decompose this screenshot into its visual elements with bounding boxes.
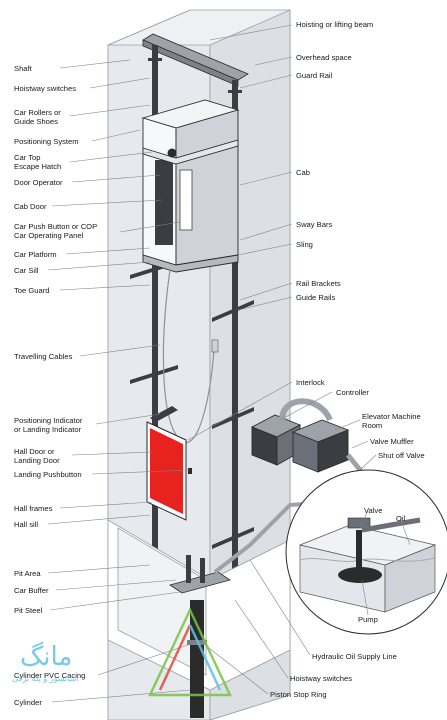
label-positioning-system: Positioning System: [14, 137, 79, 146]
label-guard-rail: Guard Rail: [296, 71, 333, 80]
label-shut-off-valve: Shut off Valve: [378, 451, 425, 460]
rail-brackets: [130, 260, 254, 549]
label-hoisting-beam: Hoisting or lifting beam: [296, 20, 374, 29]
watermark-tagline: آسانسور و پله برقی: [12, 674, 79, 683]
label-guide-rails: Guide Rails: [296, 293, 336, 302]
label-pit-area: Pit Area: [14, 569, 41, 578]
label-piston-stop-ring: Piston Stop Ring: [270, 690, 327, 699]
label-machine-room: Elevator Machine Room: [362, 412, 421, 430]
label-sling: Sling: [296, 240, 313, 249]
watermark-brand: مانگ: [20, 642, 73, 672]
guide-rails: [148, 45, 242, 615]
label-car-top-escape: Car Top Escape Hatch: [14, 153, 62, 171]
label-rail-brackets: Rail Brackets: [296, 279, 341, 288]
label-car-rollers: Car Rollers or Guide Shoes: [14, 108, 61, 126]
label-shaft: Shaft: [14, 64, 32, 73]
label-hoistway-switches-top: Hoistway switches: [14, 84, 77, 93]
label-interlock: Interlock: [296, 378, 325, 387]
label-hall-frames: Hall frames: [14, 504, 53, 513]
label-door-operator: Door Operator: [14, 178, 63, 187]
label-cab-door: Cab Door: [14, 202, 47, 211]
pump-detail: [285, 469, 447, 635]
label-hall-sill: Hall sill: [14, 520, 39, 529]
label-overhead-space: Overhead space: [296, 53, 352, 62]
label-hoistway-switches-bottom: Hoistway switches: [290, 674, 353, 683]
leader-lines: [47, 24, 411, 703]
label-pump: Pump: [358, 615, 378, 624]
label-hydraulic-line: Hydraulic Oil Supply Line: [312, 652, 397, 661]
machine-room: [250, 398, 365, 501]
label-sway-bars: Sway Bars: [296, 220, 333, 229]
label-car-push-button: Car Push Button or COP Car Operating Pan…: [14, 222, 98, 240]
label-positioning-indicator: Positioning Indicator or Landing Indicat…: [14, 416, 83, 434]
label-pit-steel: Pit Steel: [14, 606, 43, 615]
watermark-logo: [148, 607, 232, 697]
label-car-buffer: Car Buffer: [14, 586, 49, 595]
label-cylinder: Cylinder: [14, 698, 42, 707]
label-car-sill: Car Sill: [14, 266, 39, 275]
label-oil: Oil: [396, 514, 406, 523]
label-cab: Cab: [296, 168, 310, 177]
label-travelling-cables: Travelling Cables: [14, 352, 73, 361]
label-toe-guard: Toe Guard: [14, 286, 50, 295]
label-cylinder-pvc: Cylinder PVC Cacing: [14, 671, 86, 680]
label-valve: Valve: [364, 506, 383, 515]
elevator-cab: [141, 99, 240, 273]
label-hall-door: Hall Door or Landing Door: [14, 447, 60, 465]
label-controller: Controller: [336, 388, 369, 397]
label-landing-pushbutton: Landing Pushbutton: [14, 470, 82, 479]
label-car-platform: Car Platform: [14, 250, 57, 259]
label-valve-muffler: Valve Muffler: [370, 437, 414, 446]
